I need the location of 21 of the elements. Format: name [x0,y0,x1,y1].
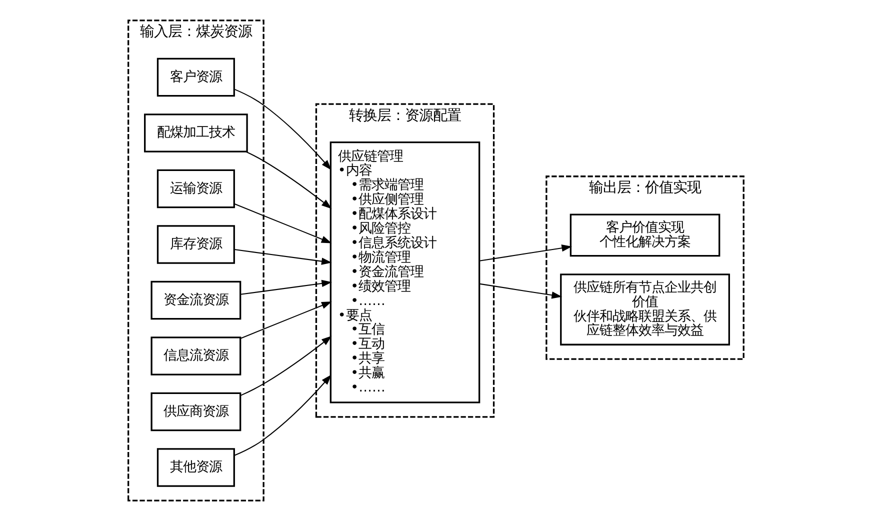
node-box: 运输资源 [156,169,235,208]
arrow [234,374,332,456]
arrow [234,88,332,170]
node-box: 供应链所有节点企业共创价值 伙伴和战略联盟关系、供应链整体效率与效益 [560,274,730,346]
node-box: 其他资源 [156,448,235,487]
node-box: 库存资源 [156,225,235,264]
arrow [479,283,562,299]
arrow [479,244,572,262]
node-box: 信息流资源 [150,336,242,376]
node-box: 配煤加工技术 [144,114,248,152]
node-box: 客户资源 [156,58,235,97]
arrow [234,203,332,244]
node-box: 供应链管理 •内容 •需求端管理 •供应侧管理 •配煤体系设计 •风险管控 •信息系统设计 •物流管理 •资金流管理 •绩效管理 •…… •要点 •互信 •互动 •共享 •共赢 •…… [330,141,480,404]
arrow [240,336,332,396]
node-box: 资金流资源 [150,280,242,320]
node-box: 供应商资源 [150,392,242,432]
arrow [246,151,332,209]
node-box: 客户价值实现 个性化解决方案 [570,214,720,257]
arrow [240,301,332,339]
arrow [234,249,332,265]
arrow [240,280,332,295]
